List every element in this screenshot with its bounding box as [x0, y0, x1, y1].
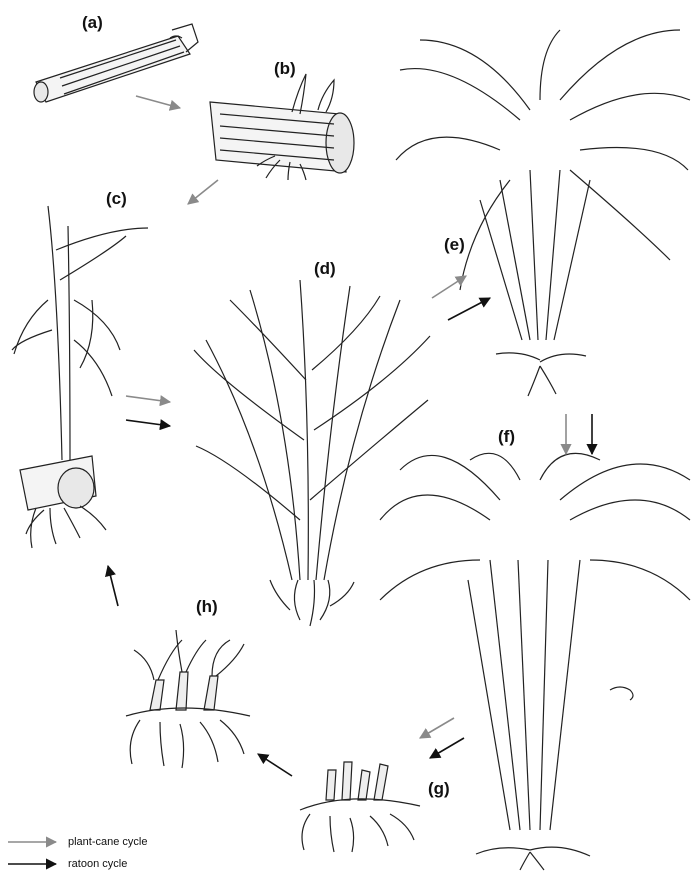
arrow-h-to-c — [108, 566, 118, 606]
arrow-d-to-e-black — [448, 298, 490, 320]
sprouting-bud-illustration — [210, 74, 354, 180]
arrow-f-to-g-black — [430, 738, 464, 758]
stage-label-h: (h) — [196, 598, 218, 615]
arrow-c-to-d-black — [126, 420, 170, 426]
legend-ratoon: ratoon cycle — [62, 855, 127, 873]
legend-ratoon-label: ratoon cycle — [68, 858, 127, 870]
grand-growth-clump-illustration — [396, 30, 690, 396]
ratoon-sprouts-illustration — [126, 630, 250, 768]
stage-label-f: (f) — [498, 428, 515, 445]
stage-label-c: (c) — [106, 190, 127, 207]
arrow-f-to-g-gray — [420, 718, 454, 738]
stage-label-a: (a) — [82, 14, 103, 31]
arrow-c-to-d-gray — [126, 396, 170, 402]
stage-label-g: (g) — [428, 780, 450, 797]
arrow-g-to-h — [258, 754, 292, 776]
stage-label-d: (d) — [314, 260, 336, 277]
young-shoots-illustration — [12, 206, 148, 548]
legend-plant-cane-label: plant-cane cycle — [68, 836, 148, 848]
mature-cane-illustration — [380, 453, 690, 870]
legend-plant-cane: plant-cane cycle — [62, 833, 148, 851]
stalk-cutting-illustration — [34, 24, 198, 102]
arrow-b-to-c — [188, 180, 218, 204]
stage-label-b: (b) — [274, 60, 296, 77]
harvested-stubble-illustration — [300, 762, 420, 852]
tillering-clump-illustration — [194, 280, 430, 626]
arrow-a-to-b — [136, 96, 180, 108]
stage-label-e: (e) — [444, 236, 465, 253]
